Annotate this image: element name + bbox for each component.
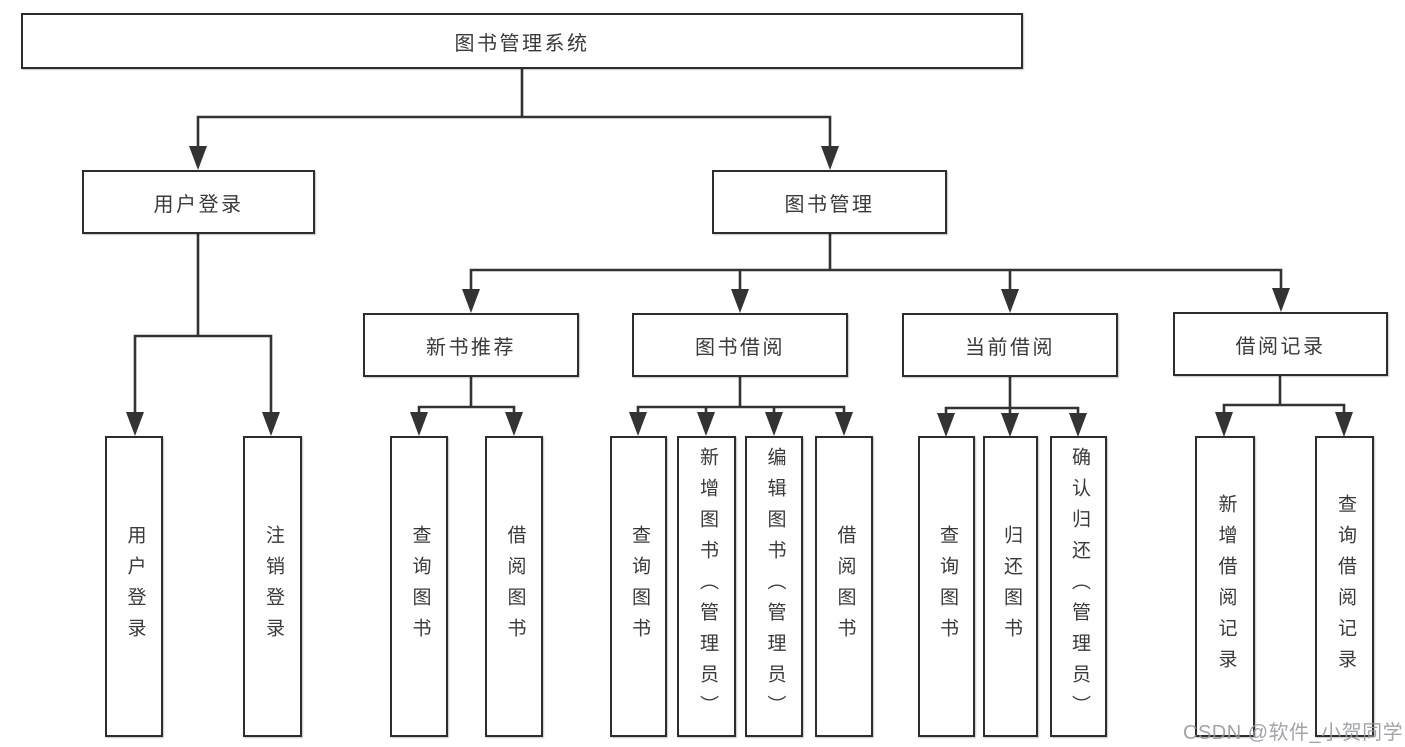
leaf-box-query-books-recommend-label: 查询图书 [409, 524, 431, 649]
leaf-box-query-borrow-record-label: 查询借阅记录 [1334, 493, 1356, 680]
leaf-box-borrow-books-recommend: 借阅图书 [485, 436, 543, 737]
connector-root-to-level1 [189, 66, 839, 170]
connector-user-login-to-leaves [126, 231, 280, 436]
category-box-book-borrow-label: 图书借阅 [695, 336, 785, 359]
category-box-borrow-records-label: 借阅记录 [1235, 335, 1326, 358]
connector-current-borrow-to-leaves [937, 375, 1087, 437]
leaf-box-confirm-return-admin-label: 确认归还（管理员） [1068, 447, 1090, 726]
root-box-label: 图书管理系统 [454, 32, 590, 55]
branch-box-book-management-label: 图书管理 [784, 193, 875, 216]
branch-box-user-login: 用户登录 [82, 170, 315, 234]
leaf-box-add-books-admin: 新增图书（管理员） [677, 436, 736, 737]
leaf-box-edit-books-admin-label: 编辑图书（管理员） [764, 447, 786, 726]
branch-box-book-management: 图书管理 [712, 170, 947, 234]
leaf-box-query-books-borrow-label: 查询图书 [628, 524, 650, 649]
leaf-box-query-books-borrow: 查询图书 [610, 436, 667, 737]
leaf-box-query-books-recommend: 查询图书 [390, 436, 448, 737]
root-box-library-system: 图书管理系统 [21, 13, 1023, 69]
leaf-box-borrow-books-recommend-label: 借阅图书 [504, 524, 526, 649]
leaf-box-return-books: 归还图书 [983, 436, 1038, 737]
category-box-current-borrow-label: 当前借阅 [965, 336, 1055, 359]
leaf-box-query-books-current-label: 查询图书 [936, 524, 958, 649]
branch-box-user-login-label: 用户登录 [153, 193, 244, 216]
connector-new-book-recommend-to-leaves [410, 375, 523, 436]
leaf-box-query-borrow-record: 查询借阅记录 [1315, 436, 1374, 737]
watermark-text: CSDN @软件_小贺同学 [1183, 722, 1404, 744]
leaf-box-add-books-admin-label: 新增图书（管理员） [696, 447, 718, 726]
leaf-box-borrow-books-label: 借阅图书 [834, 524, 856, 649]
leaf-box-add-borrow-record: 新增借阅记录 [1195, 436, 1255, 737]
leaf-box-user-login-label: 用户登录 [124, 524, 146, 649]
leaf-box-add-borrow-record-label: 新增借阅记录 [1215, 493, 1237, 680]
leaf-box-return-books-label: 归还图书 [1000, 524, 1022, 649]
leaf-box-logout-label: 注销登录 [262, 524, 284, 649]
category-box-current-borrow: 当前借阅 [902, 313, 1118, 377]
category-box-new-book-recommend-label: 新书推荐 [426, 336, 516, 359]
category-box-borrow-records: 借阅记录 [1173, 312, 1388, 376]
leaf-box-confirm-return-admin: 确认归还（管理员） [1050, 436, 1107, 737]
category-box-new-book-recommend: 新书推荐 [363, 313, 579, 377]
leaf-box-logout: 注销登录 [243, 436, 302, 737]
connector-borrow-records-to-leaves [1215, 373, 1353, 437]
leaf-box-query-books-current: 查询图书 [918, 436, 975, 737]
leaf-box-borrow-books: 借阅图书 [815, 436, 873, 737]
connector-book-management-to-level2 [462, 231, 1290, 313]
category-box-book-borrow: 图书借阅 [632, 313, 848, 377]
leaf-box-edit-books-admin: 编辑图书（管理员） [745, 436, 803, 737]
leaf-box-user-login: 用户登录 [105, 436, 163, 737]
connector-book-borrow-to-leaves [629, 375, 853, 436]
